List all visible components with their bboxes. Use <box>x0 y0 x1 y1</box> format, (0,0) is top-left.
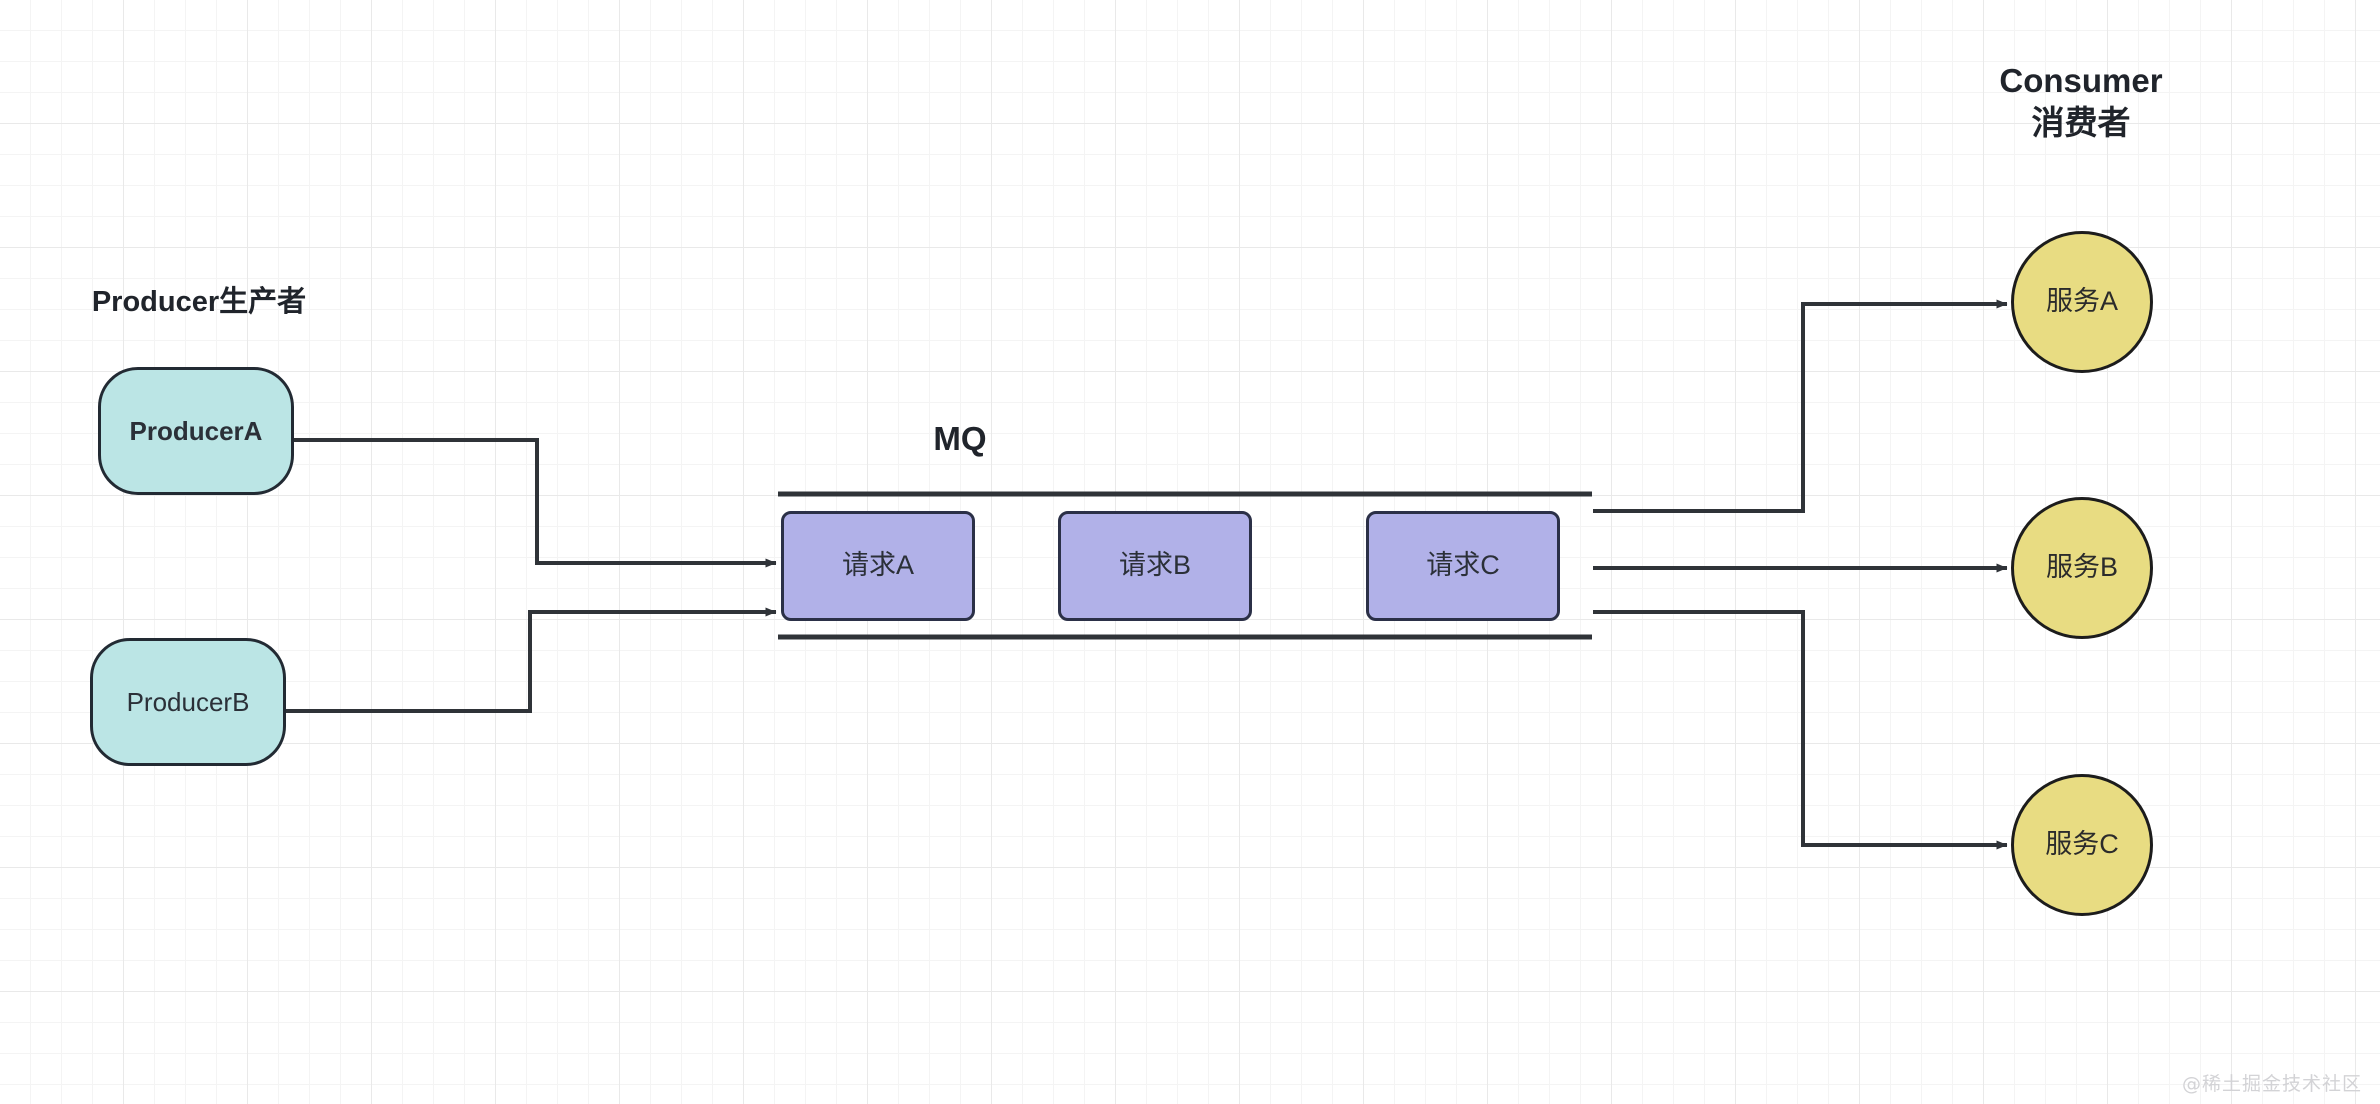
consumer-node-service-b[interactable]: 服务B <box>2011 497 2153 639</box>
queue-message-c[interactable]: 请求C <box>1366 511 1560 621</box>
queue-message-b[interactable]: 请求B <box>1058 511 1252 621</box>
site-watermark: @稀土掘金技术社区 <box>2181 1073 2362 1095</box>
mq-group-label: MQ <box>933 420 987 457</box>
producer-node-b[interactable]: ProducerB <box>90 638 286 766</box>
producer-node-a[interactable]: ProducerA <box>98 367 294 495</box>
consumer-node-service-c[interactable]: 服务C <box>2011 774 2153 916</box>
queue-message-a[interactable]: 请求A <box>781 511 975 621</box>
edge-queue-to-serviceC <box>1593 610 2008 850</box>
edge-queue-to-serviceA <box>1593 299 2008 513</box>
consumer-group-label: Consumer 消费者 <box>1999 62 2163 142</box>
producer-group-label: Producer生产者 <box>91 286 307 318</box>
consumer-node-service-a[interactable]: 服务A <box>2011 231 2153 373</box>
